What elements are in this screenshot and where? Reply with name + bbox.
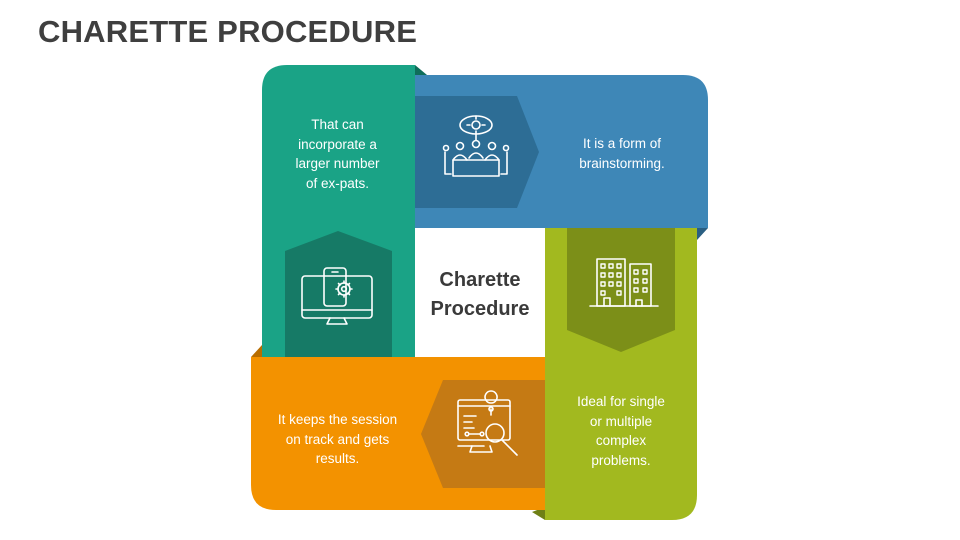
page-title: CHARETTE PROCEDURE	[38, 14, 418, 49]
lime-arrow-tab	[567, 228, 675, 352]
meeting-brainstorm-icon	[442, 115, 510, 177]
lime-text-line: problems.	[591, 452, 651, 468]
lime-text-line: complex	[595, 433, 647, 448]
blue-text-line: brainstorming.	[579, 155, 665, 171]
green-panel	[262, 65, 427, 357]
blue-panel-text: It is a form of brainstorming.	[552, 134, 692, 173]
green-text-line: That can	[311, 117, 364, 132]
blue-panel	[415, 75, 708, 240]
green-panel-text: That can incorporate a larger number of …	[270, 115, 405, 193]
orange-text-line: results.	[315, 451, 360, 466]
green-text-line: incorporate a	[298, 136, 377, 152]
green-text-line: larger number	[295, 156, 380, 171]
orange-panel-text: It keeps the session on track and gets r…	[260, 410, 415, 469]
devices-gear-icon	[301, 267, 373, 325]
center-label-line2: Procedure	[430, 298, 530, 320]
lime-panel-text: Ideal for single or multiple complex pro…	[552, 392, 690, 470]
center-label-line1: Charette	[439, 269, 521, 291]
blue-text-line: It is a form of	[582, 136, 662, 151]
lime-panel	[532, 228, 697, 520]
buildings-icon	[589, 258, 659, 307]
orange-text-line: on track and gets	[285, 431, 390, 447]
lime-text-line: or multiple	[589, 413, 653, 429]
green-text-line: of ex-pats.	[305, 175, 370, 191]
lime-text-line: Ideal for single	[577, 394, 665, 409]
orange-text-line: It keeps the session	[277, 412, 398, 427]
analysis-search-icon	[457, 390, 518, 456]
orange-panel	[251, 345, 545, 510]
center-label: Charette Procedure	[418, 266, 542, 324]
blue-arrow-tab	[415, 96, 539, 208]
